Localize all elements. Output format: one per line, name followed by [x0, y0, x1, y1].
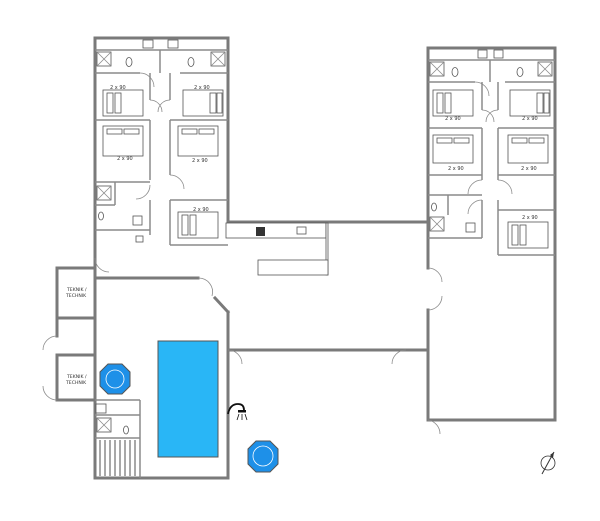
bed-icon: 2 x 90 — [507, 134, 549, 172]
toilet-icon — [431, 202, 437, 212]
bed-label: 2 x 90 — [445, 116, 461, 122]
stove — [256, 227, 265, 236]
spa-icon — [247, 440, 279, 473]
toilet-icon — [123, 425, 129, 435]
sink-icon — [95, 403, 107, 414]
bed-label: 2 x 90 — [193, 207, 209, 213]
pool — [157, 340, 219, 458]
shower-stall — [429, 61, 445, 77]
bed-label: 2 x 90 — [110, 85, 126, 91]
shower-icon — [227, 403, 248, 421]
bed-label: 2 x 90 — [522, 116, 538, 122]
washer — [135, 235, 144, 243]
toilet-icon — [516, 67, 524, 77]
bed-icon: 2 x 90 — [177, 125, 219, 164]
teknik-label: TEKNIK / — [66, 374, 87, 380]
bed-icon: 2 x 90 — [102, 85, 144, 117]
bathroom-fixtures — [95, 39, 553, 435]
kitchen-counter — [225, 222, 327, 239]
shower-stall — [429, 216, 445, 232]
spa-icon — [99, 363, 131, 395]
kitchen-sink — [296, 226, 307, 235]
sink-icon — [493, 49, 504, 59]
north-arrow-icon — [540, 451, 556, 475]
shower-stall — [210, 51, 226, 67]
toilet-icon — [451, 67, 459, 77]
sink-icon — [167, 39, 179, 49]
bed-icon: 2 x 90 — [432, 89, 474, 122]
bed-icon: 2 x 90 — [507, 215, 549, 249]
central-area-walls — [93, 220, 430, 480]
kitchen-island — [257, 259, 329, 276]
bed-label: 2 x 90 — [194, 85, 210, 91]
sink-icon — [477, 49, 488, 59]
technik-label: TECHNIK — [65, 293, 87, 299]
shower-stall — [96, 51, 112, 67]
bed-icon: 2 x 90 — [182, 85, 224, 117]
bed-label: 2 x 90 — [192, 158, 208, 164]
bed-icon: 2 x 90 — [177, 207, 219, 239]
shower-stall — [96, 185, 112, 201]
toilet-icon — [98, 211, 104, 221]
technik-label: TECHNIK — [65, 380, 87, 386]
toilet-icon — [187, 57, 195, 67]
sink-icon — [142, 39, 154, 49]
shower-stall — [96, 417, 112, 433]
stairs — [99, 440, 136, 476]
bed-icon: 2 x 90 — [509, 89, 551, 122]
bed-label: 2 x 90 — [117, 156, 133, 162]
teknik-label: TEKNIK / — [66, 287, 87, 293]
sink-icon — [132, 215, 143, 226]
doors — [42, 72, 513, 435]
toilet-icon — [125, 57, 133, 67]
bed-label: 2 x 90 — [521, 166, 537, 172]
bed-icon: 2 x 90 — [432, 134, 474, 172]
left-wing-walls — [93, 36, 230, 260]
pool-wing-walls — [55, 266, 230, 480]
bed-icon: 2 x 90 — [102, 125, 144, 162]
right-wing-walls — [426, 46, 557, 422]
sink-icon — [465, 222, 476, 233]
bed-label: 2 x 90 — [448, 166, 464, 172]
beds: 2 x 90 2 x 90 2 x 90 2 x 90 2 x 90 — [102, 85, 551, 249]
bed-label: 2 x 90 — [522, 215, 538, 221]
shower-stall — [537, 61, 553, 77]
